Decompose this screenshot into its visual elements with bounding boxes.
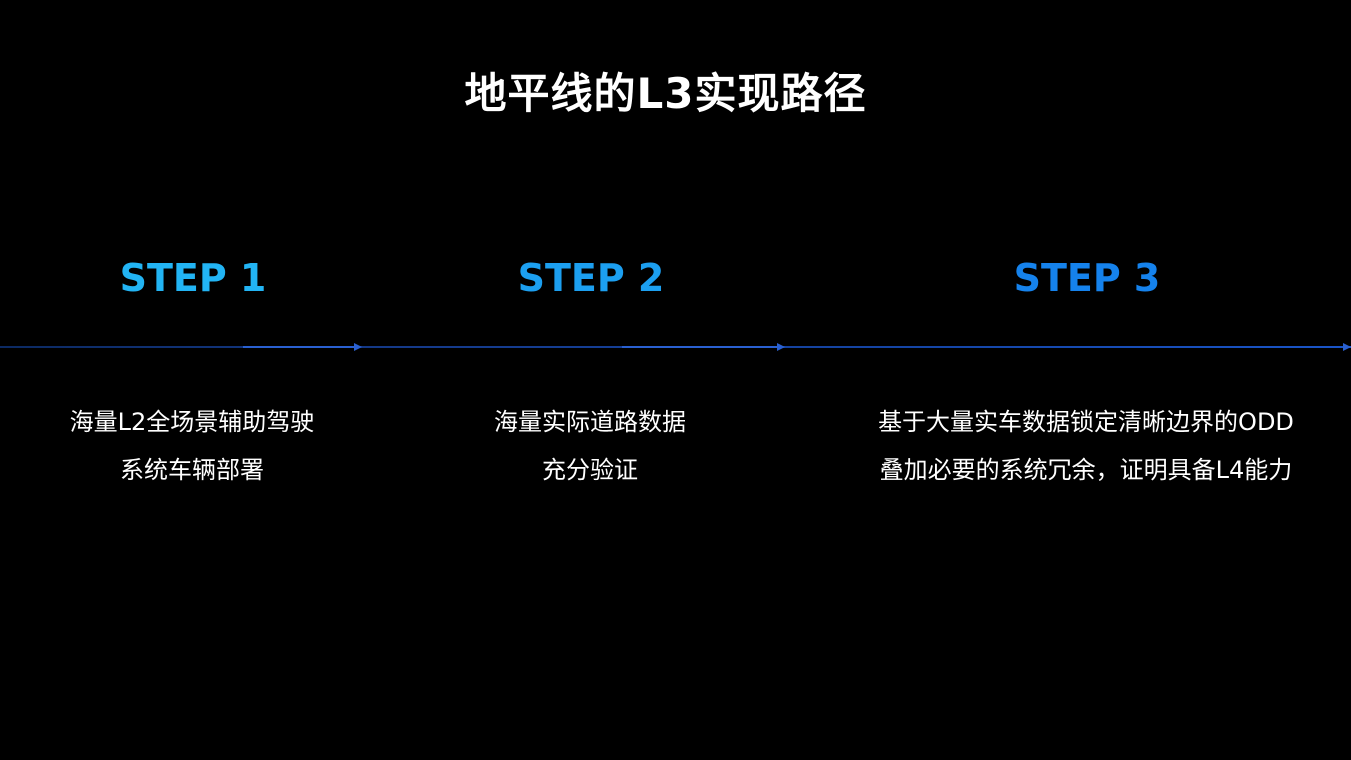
step-3-description: 基于大量实车数据锁定清晰边界的ODD 叠加必要的系统冗余，证明具备L4能力 — [836, 398, 1336, 494]
step-3-title: STEP 3 — [1013, 256, 1161, 300]
timeline-segment-1 — [243, 346, 355, 348]
step-2-line-2: 充分验证 — [542, 456, 638, 484]
step-1-title: STEP 1 — [119, 256, 267, 300]
step-3-line-2: 叠加必要的系统冗余，证明具备L4能力 — [879, 456, 1293, 484]
step-2-title: STEP 2 — [517, 256, 665, 300]
arrow-right-icon — [354, 343, 362, 351]
timeline-segment-2 — [622, 346, 778, 348]
step-1-line-1: 海量L2全场景辅助驾驶 — [69, 408, 315, 436]
step-2-line-1: 海量实际道路数据 — [494, 408, 686, 436]
step-2-description: 海量实际道路数据 充分验证 — [450, 398, 730, 494]
step-1-line-2: 系统车辆部署 — [120, 456, 264, 484]
step-1-description: 海量L2全场景辅助驾驶 系统车辆部署 — [42, 398, 342, 494]
arrow-right-icon — [777, 343, 785, 351]
step-3-line-1: 基于大量实车数据锁定清晰边界的ODD — [878, 408, 1294, 436]
arrow-right-icon — [1343, 343, 1351, 351]
slide-title: 地平线的L3实现路径 — [464, 69, 867, 118]
